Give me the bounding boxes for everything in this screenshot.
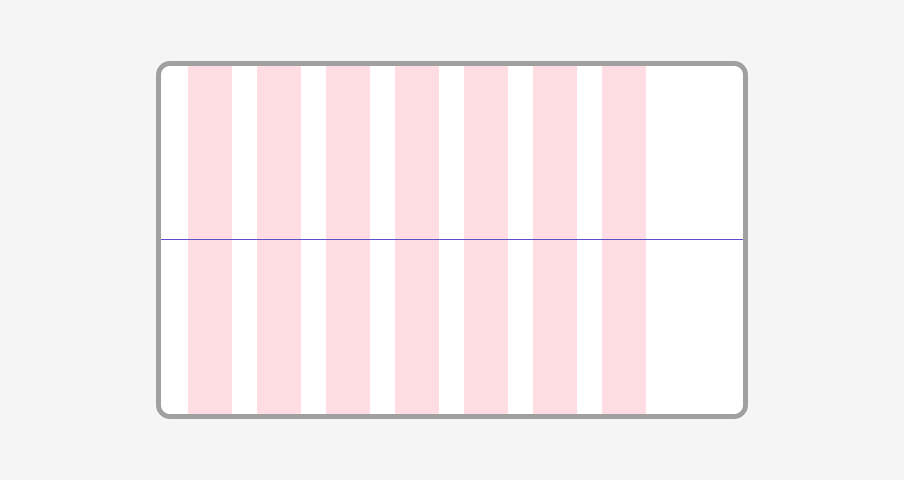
grid-column bbox=[188, 66, 232, 414]
grid-column bbox=[533, 66, 577, 414]
grid-column bbox=[464, 66, 508, 414]
grid-column bbox=[395, 66, 439, 414]
grid-column bbox=[326, 66, 370, 414]
horizontal-guide-line bbox=[161, 239, 743, 240]
device-frame bbox=[156, 61, 748, 419]
layout-grid-columns bbox=[188, 66, 716, 414]
grid-column bbox=[257, 66, 301, 414]
grid-column bbox=[602, 66, 646, 414]
